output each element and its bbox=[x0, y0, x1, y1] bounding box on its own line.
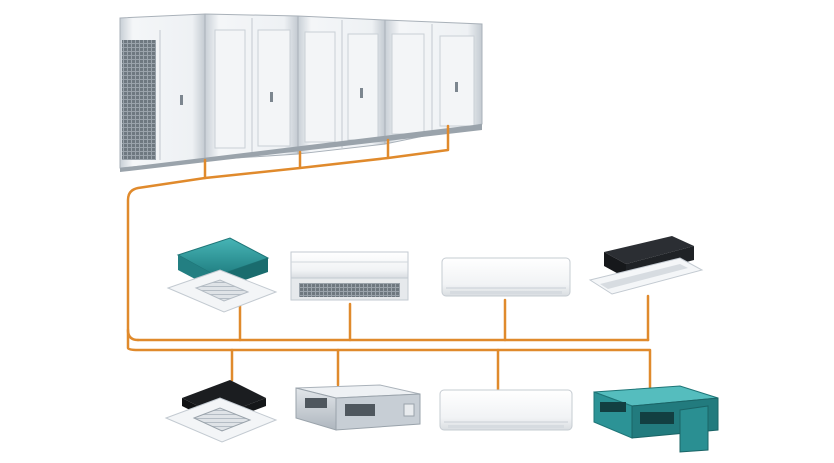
indoor-unit-wall-split-top bbox=[441, 257, 571, 297]
main-trunk-lower bbox=[126, 328, 652, 397]
refrigerant-piping bbox=[126, 124, 652, 397]
fan-grille-icon bbox=[122, 40, 156, 160]
indoor-unit-duct-grey bbox=[295, 384, 421, 431]
indoor-unit-duct-teal bbox=[593, 385, 719, 453]
indoor-unit-ceiling-floor bbox=[290, 251, 409, 301]
indoor-unit-wall-split-bottom bbox=[439, 389, 573, 431]
outdoor-module-2 bbox=[204, 13, 299, 161]
main-riser-pipe bbox=[126, 176, 207, 342]
outdoor-module-3 bbox=[297, 15, 386, 155]
outdoor-unit bbox=[119, 13, 483, 172]
outdoor-module-1 bbox=[119, 13, 206, 169]
indoor-unit-cassette-black bbox=[164, 380, 278, 443]
outdoor-module-4 bbox=[384, 19, 483, 145]
indoor-unit-cassette-teal bbox=[166, 237, 278, 313]
outdoor-header-pipe bbox=[203, 124, 450, 180]
indoor-unit-cassette-dark bbox=[588, 236, 704, 295]
